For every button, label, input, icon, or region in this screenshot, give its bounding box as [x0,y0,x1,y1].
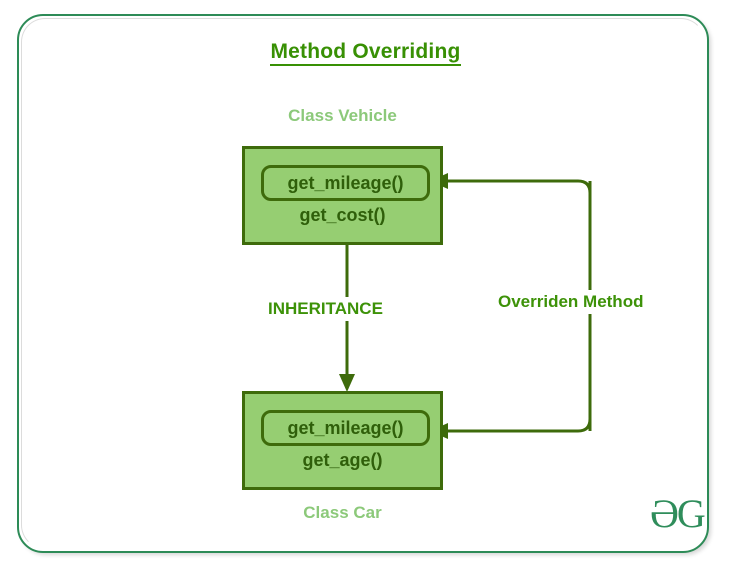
page-title-text: Method Overriding [270,40,461,66]
class-box-vehicle: get_mileage() get_cost() [242,146,443,245]
page-title: Method Overriding [0,40,731,66]
method-get-mileage-car: get_mileage() [261,410,430,446]
geeksforgeeks-logo: ƏG [650,491,706,536]
class-caption-car: Class Car [303,503,382,522]
edge-label-overriden-method: Overriden Method [492,290,650,314]
method-get-age-car: get_age() [302,450,383,470]
class-caption-vehicle: Class Vehicle [288,106,397,125]
method-get-cost-vehicle: get_cost() [299,205,386,225]
method-get-mileage-vehicle: get_mileage() [261,165,430,201]
class-box-car: get_mileage() get_age() [242,391,443,490]
edge-label-inheritance: INHERITANCE [262,297,389,321]
